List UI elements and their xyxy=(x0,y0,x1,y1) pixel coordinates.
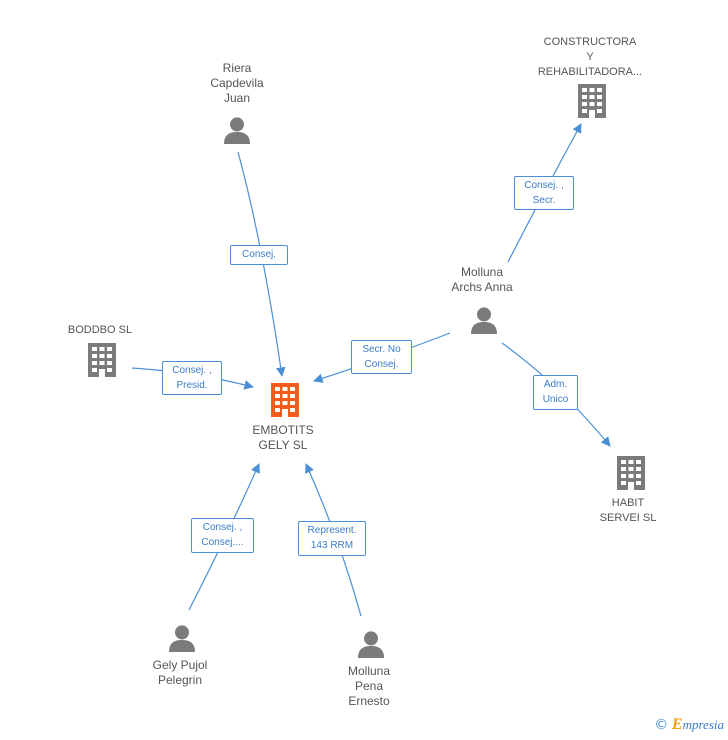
person-icon[interactable] xyxy=(470,307,498,334)
copyright-symbol: © xyxy=(654,717,669,733)
node-label-line: EMBOTITS xyxy=(252,423,314,437)
node-label-line: Pena xyxy=(354,679,384,693)
brand-initial: E xyxy=(671,716,683,733)
building-icon[interactable] xyxy=(271,383,299,417)
edge-label-line: Consej. xyxy=(364,359,399,370)
edge-label-line: Consej. , xyxy=(172,365,212,376)
edge-label-archs-constructora[interactable]: Consej. , Secr. xyxy=(514,176,574,210)
person-icon[interactable] xyxy=(223,117,251,144)
person-icon[interactable] xyxy=(357,631,385,658)
node-label-line: Ernesto xyxy=(348,694,390,708)
edge-label-line: Represent. xyxy=(307,525,357,536)
person-icon[interactable] xyxy=(168,625,196,652)
edge-label-line: Secr. No xyxy=(362,344,401,355)
edge-label-riera-embotits[interactable]: Consej. xyxy=(230,245,288,265)
node-label-line: Archs Anna xyxy=(451,280,513,294)
node-label-line: CONSTRUCTORA xyxy=(543,36,637,48)
edge-label-archs-embotits[interactable]: Secr. No Consej. xyxy=(351,340,412,374)
node-label-line: GELY SL xyxy=(258,438,308,452)
node-label-gely-pujol[interactable]: Gely Pujol Pelegrin xyxy=(130,658,230,688)
edge-label-line: 143 RRM xyxy=(310,540,354,551)
edge-label-line: Adm. xyxy=(543,379,568,390)
edge-label-gely-embotits[interactable]: Consej. , Consej.... xyxy=(191,518,254,553)
edge-label-line: Consej. xyxy=(242,249,276,260)
building-icon[interactable] xyxy=(578,84,606,118)
node-label-line: BODDBO SL xyxy=(67,324,133,336)
empresia-logo[interactable]: Empresia xyxy=(671,716,724,733)
edge-label-boddbo-embotits[interactable]: Consej. , Presid. xyxy=(162,361,222,395)
edge-label-line: Secr. xyxy=(532,195,556,206)
node-label-boddbo[interactable]: BODDBO SL xyxy=(50,323,150,338)
building-icon[interactable] xyxy=(88,343,116,377)
node-label-line: Pelegrin xyxy=(157,673,203,687)
node-label-molluna-archs[interactable]: Molluna Archs Anna xyxy=(432,265,532,295)
node-label-line: Y xyxy=(586,51,594,63)
footer-brand: © Empresia xyxy=(654,716,724,734)
edge-label-line: Presid. xyxy=(176,380,208,391)
node-label-line: Riera xyxy=(222,61,252,75)
building-icon[interactable] xyxy=(617,456,645,490)
node-label-habit[interactable]: HABIT SERVEI SL xyxy=(578,496,678,526)
node-label-line: HABIT xyxy=(611,497,645,509)
node-label-molluna-pena[interactable]: Molluna Pena Ernesto xyxy=(319,664,419,709)
edge-label-line: Consej. , xyxy=(202,522,243,533)
edge-label-line: Consej. , xyxy=(524,180,564,191)
node-label-line: SERVEI SL xyxy=(599,512,657,524)
node-label-line: Molluna xyxy=(347,664,391,678)
edge-label-pena-embotits[interactable]: Represent. 143 RRM xyxy=(298,521,366,556)
edge-label-line: Consej.... xyxy=(201,537,244,548)
node-label-embotits[interactable]: EMBOTITS GELY SL xyxy=(235,423,331,453)
brand-text: mpresia xyxy=(682,717,724,732)
node-label-line: Juan xyxy=(223,91,251,105)
edge-label-archs-habit[interactable]: Adm. Unico xyxy=(533,375,578,410)
node-label-line: Capdevila xyxy=(210,76,264,90)
edge-label-line: Unico xyxy=(542,394,569,405)
node-label-line: REHABILITADORA... xyxy=(537,66,643,78)
node-label-line: Molluna xyxy=(460,265,504,279)
node-label-constructora[interactable]: CONSTRUCTORA Y REHABILITADORA... xyxy=(525,35,655,80)
node-label-line: Gely Pujol xyxy=(152,658,208,672)
node-label-riera[interactable]: Riera Capdevila Juan xyxy=(189,61,285,106)
